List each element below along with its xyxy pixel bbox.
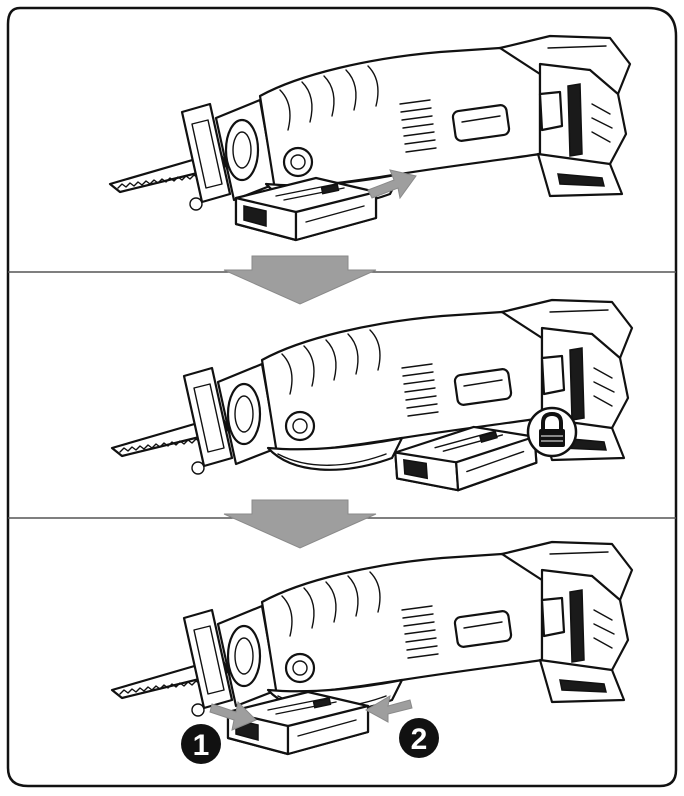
lock-icon bbox=[528, 408, 576, 456]
step-2-panel bbox=[112, 300, 632, 494]
callout-2: 2 bbox=[399, 718, 439, 758]
callout-1: 1 bbox=[181, 724, 221, 764]
flow-arrow-icon bbox=[224, 500, 376, 548]
step-1-panel bbox=[110, 36, 630, 240]
svg-text:2: 2 bbox=[411, 723, 428, 756]
flow-arrow-icon bbox=[224, 256, 376, 304]
step-3-panel: 1 2 bbox=[112, 542, 632, 764]
reciprocating-saw-icon bbox=[110, 36, 630, 210]
reciprocating-saw-icon bbox=[112, 542, 632, 716]
svg-text:1: 1 bbox=[193, 729, 210, 762]
